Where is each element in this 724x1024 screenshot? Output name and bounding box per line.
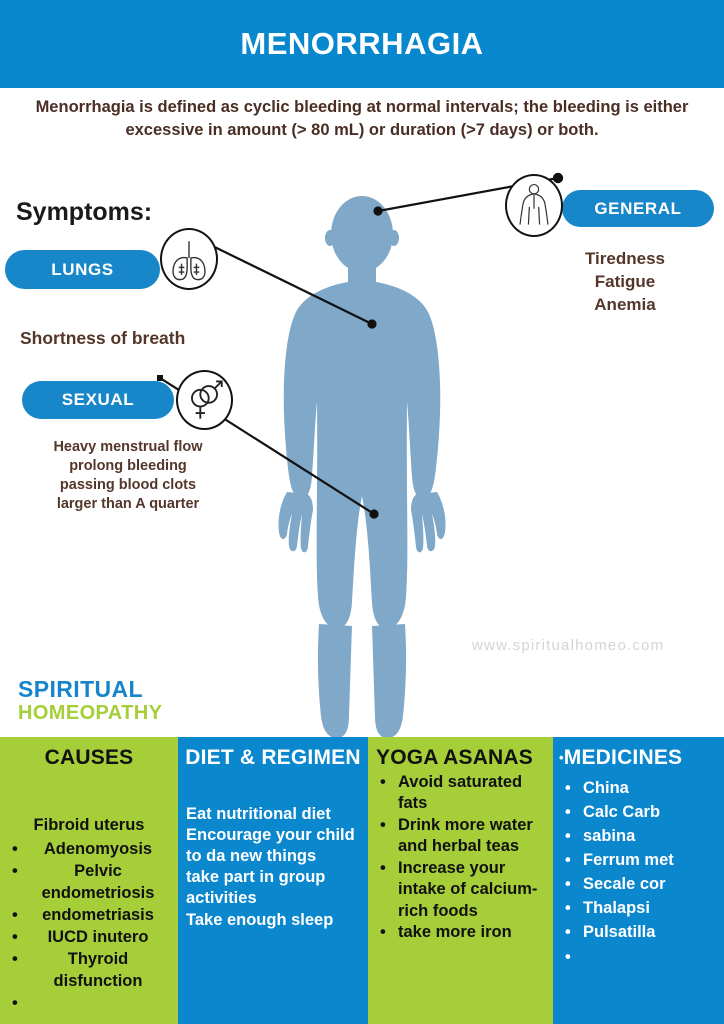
header-band — [0, 0, 724, 88]
pill-lungs[interactable]: LUNGS — [5, 250, 160, 289]
medicines-list: • China • Calc Carb • sabina • Ferrum met • S… — [553, 776, 724, 966]
brand-logo: SPIRITUAL HOMEOPATHY — [18, 676, 163, 724]
bullet-icon: • — [12, 861, 18, 880]
bullet-icon: • — [380, 858, 386, 877]
panel-yoga-asanas: YOGA ASANAS • Avoid saturated fats • Drink… — [368, 737, 553, 1024]
yoga-list: • Avoid saturated fats • Drink more water … — [368, 772, 553, 944]
panel-yoga-title: YOGA ASANAS — [376, 746, 533, 769]
general-line: Fatigue — [594, 271, 656, 291]
bullet-icon: • — [12, 927, 18, 946]
list-item: • China — [561, 776, 724, 800]
panel-medicines: •MEDICINES •China •Calc Carb •sabina •Fe… — [553, 737, 724, 1024]
pill-general[interactable]: GENERAL — [562, 190, 714, 227]
sexual-line: passing blood clots — [59, 477, 197, 494]
bullet-icon: • — [565, 899, 571, 918]
diet-list: Eat nutritional diet Encourage your chil… — [178, 804, 368, 931]
general-line: Anemia — [594, 294, 656, 314]
definition-text: Menorrhagia is defined as cyclic bleedin… — [35, 98, 689, 140]
bullet-icon: • — [565, 947, 571, 966]
list-item: • Drink more water and herbal teas — [376, 815, 553, 858]
bullet-icon: • — [12, 905, 18, 924]
human-body-icon — [505, 174, 563, 237]
list-item-label: Avoid saturated fats — [398, 773, 523, 813]
list-item: • Calc Carb — [561, 800, 724, 824]
list-item-label: China — [583, 779, 629, 797]
list-item: • take more iron — [376, 922, 553, 943]
list-item-label: Ferrum met — [583, 851, 674, 870]
bullet-icon: • — [12, 993, 18, 1012]
list-item: • Increase your intake of calcium-rich fo… — [376, 858, 553, 922]
symptom-general-description: Tiredness Fatigue Anemia — [560, 248, 690, 317]
list-item: • Adenomyosis — [0, 839, 178, 861]
list-item-label: IUCD inutero — [47, 927, 149, 946]
bullet-icon: • — [380, 815, 386, 834]
bullet-icon: • — [12, 949, 18, 968]
list-item: • Pulsatilla — [561, 920, 724, 944]
panel-diet-regimen: DIET & REGIMEN Eat nutritional diet Enco… — [178, 737, 368, 1024]
list-item-label: take more iron — [398, 923, 512, 942]
list-item-label: Secale cor — [583, 875, 666, 894]
list-item: • Thalapsi — [561, 896, 724, 920]
brand-line-spiritual: SPIRITUAL — [18, 676, 143, 702]
bottom-panels: CAUSES Fibroid uterus • Adenomyosis • Pelv… — [0, 737, 724, 1024]
list-item-label: Thalapsi — [583, 899, 650, 918]
list-item-label: Calc Carb — [583, 803, 661, 822]
page-title: MENORRHAGIA — [240, 26, 484, 61]
brand-line-homeopathy: HOMEOPATHY — [18, 702, 163, 724]
symptoms-heading: Symptoms: — [16, 198, 153, 226]
bullet-icon: • — [565, 803, 571, 822]
list-item: Encourage your child to da new things — [186, 826, 355, 866]
bullet-icon: • — [559, 750, 564, 765]
causes-lead-item: Fibroid uterus — [33, 816, 145, 834]
panel-causes: CAUSES Fibroid uterus • Adenomyosis • Pelv… — [0, 737, 178, 1024]
lungs-icon — [160, 228, 218, 290]
list-item-label: sabina — [583, 827, 636, 846]
list-item: • sabina — [561, 824, 724, 848]
panel-medicines-title-label: MEDICINES — [563, 746, 683, 769]
panel-diet-title: DIET & REGIMEN — [185, 746, 361, 769]
list-item: • Thyroid disfunction — [0, 949, 178, 993]
list-item-label: Pelvic endometriosis — [41, 861, 155, 902]
list-item: Take enough sleep — [186, 910, 334, 929]
symptom-sexual-description: Heavy menstrual flow prolong bleeding pa… — [38, 438, 218, 515]
list-item-label: Thyroid disfunction — [53, 949, 143, 990]
panel-causes-title: CAUSES — [44, 746, 134, 769]
gender-symbols-icon — [176, 370, 233, 430]
general-line: Tiredness — [584, 249, 665, 268]
bullet-icon: • — [380, 923, 386, 942]
bullet-icon: • — [565, 851, 571, 870]
causes-list: • Adenomyosis • Pelvic endometriosis • endo… — [0, 839, 178, 1012]
bullet-icon: • — [565, 827, 571, 846]
bullet-icon: • — [565, 779, 571, 797]
list-item-label: Increase your intake of calcium-rich foo… — [398, 858, 538, 920]
list-item: • Ferrum met — [561, 848, 724, 872]
bullet-icon: • — [565, 875, 571, 894]
sexual-line: Heavy menstrual flow — [53, 439, 203, 455]
bullet-icon: • — [565, 923, 571, 942]
sexual-line: prolong bleeding — [69, 458, 187, 475]
list-item: • endometriasis — [0, 905, 178, 927]
list-item: • IUCD inutero — [0, 927, 178, 949]
list-item: • Pelvic endometriosis — [0, 861, 178, 905]
list-item-label: endometriasis — [42, 905, 154, 924]
bullet-icon: • — [12, 840, 18, 858]
human-body-silhouette — [278, 196, 446, 738]
watermark-url: www.spiritualhomeo.com — [472, 637, 665, 654]
list-item: • Secale cor — [561, 872, 724, 896]
list-item-label: Pulsatilla — [583, 923, 656, 942]
bullet-icon: • — [380, 773, 386, 791]
list-item-label: Drink more water and herbal teas — [398, 815, 533, 856]
pill-sexual[interactable]: SEXUAL — [22, 381, 174, 419]
symptom-lungs-description: Shortness of breath — [20, 328, 186, 348]
list-item: Eat nutritional diet — [186, 805, 331, 823]
sexual-line: larger than A quarter — [56, 496, 200, 513]
list-item-label: Adenomyosis — [43, 840, 153, 858]
list-item: take part in group activities — [186, 868, 326, 908]
panel-medicines-title: •MEDICINES — [553, 737, 724, 770]
list-item: • Avoid saturated fats — [376, 772, 553, 815]
